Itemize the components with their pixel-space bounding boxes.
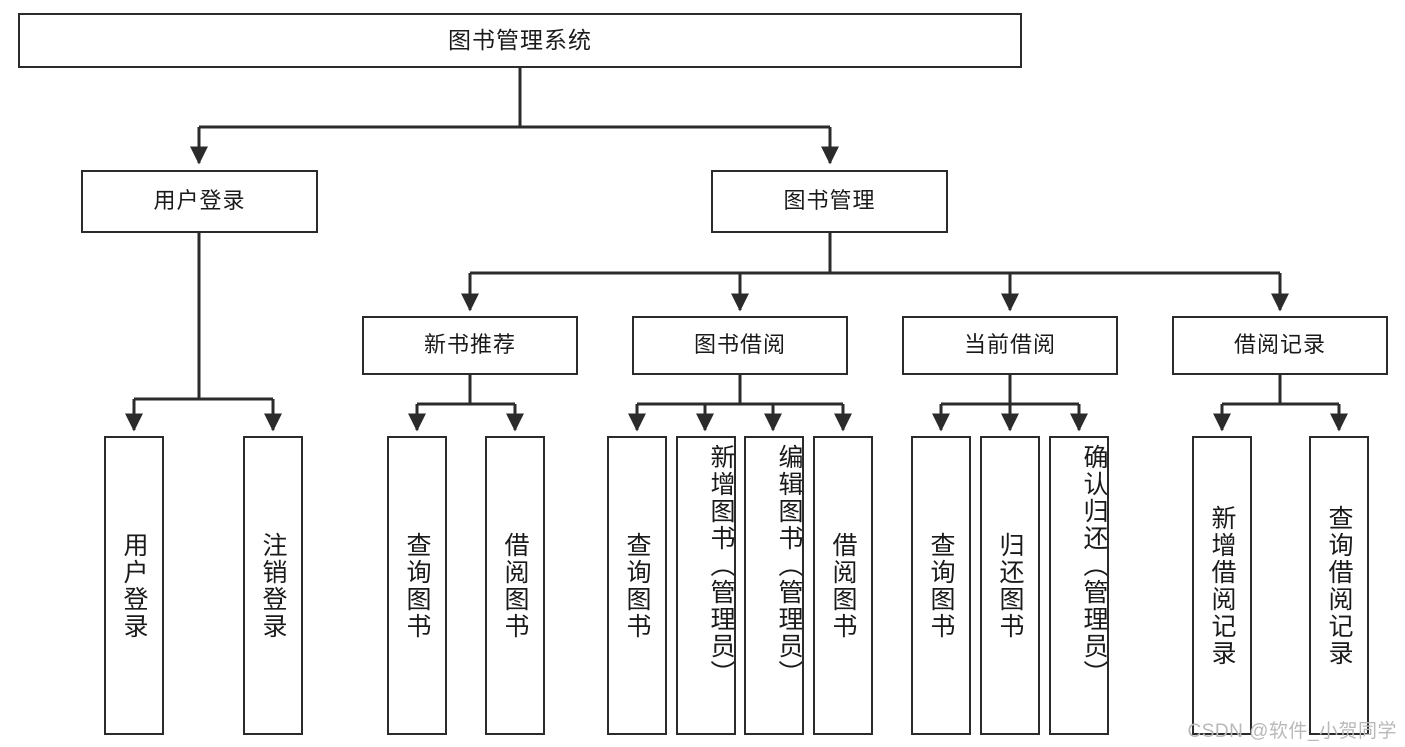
leaf-book-borrow-edit-label: 编辑图书（管理员） — [775, 444, 803, 687]
leaf-current-borrow-return[interactable]: 归还图书 — [980, 436, 1040, 735]
leaf-current-borrow-query[interactable]: 查询图书 — [911, 436, 971, 735]
node-user-login[interactable]: 用户登录 — [81, 170, 318, 233]
csdn-watermark: CSDN @软件_小贺同学 — [1187, 721, 1397, 742]
leaf-current-borrow-confirm-return-label: 确认归还（管理员） — [1080, 444, 1108, 687]
leaf-current-borrow-query-label: 查询图书 — [927, 531, 955, 640]
node-book-borrow-label: 图书借阅 — [693, 332, 786, 358]
leaf-new-book-query-label: 查询图书 — [403, 531, 431, 640]
node-new-book-recommend-label: 新书推荐 — [423, 332, 516, 358]
leaf-new-book-query[interactable]: 查询图书 — [387, 436, 447, 735]
leaf-user-login-signout[interactable]: 注销登录 — [243, 436, 303, 735]
leaf-book-borrow-edit[interactable]: 编辑图书（管理员） — [744, 436, 804, 735]
leaf-book-borrow-add-label: 新增图书（管理员） — [707, 444, 735, 687]
leaf-new-book-borrow[interactable]: 借阅图书 — [485, 436, 545, 735]
node-borrow-record[interactable]: 借阅记录 — [1172, 316, 1388, 375]
leaf-user-login-signin[interactable]: 用户登录 — [104, 436, 164, 735]
leaf-borrow-record-query[interactable]: 查询借阅记录 — [1309, 436, 1369, 735]
node-new-book-recommend[interactable]: 新书推荐 — [362, 316, 578, 375]
node-root-label: 图书管理系统 — [448, 26, 592, 53]
leaf-user-login-signout-label: 注销登录 — [259, 531, 287, 640]
node-borrow-record-label: 借阅记录 — [1233, 332, 1326, 358]
leaf-current-borrow-return-label: 归还图书 — [996, 531, 1024, 640]
node-book-management[interactable]: 图书管理 — [711, 170, 948, 233]
leaf-new-book-borrow-label: 借阅图书 — [501, 531, 529, 640]
leaf-book-borrow-query-label: 查询图书 — [623, 531, 651, 640]
leaf-book-borrow-borrow[interactable]: 借阅图书 — [813, 436, 873, 735]
leaf-current-borrow-confirm-return[interactable]: 确认归还（管理员） — [1049, 436, 1109, 735]
leaf-borrow-record-add[interactable]: 新增借阅记录 — [1192, 436, 1252, 735]
node-root-system[interactable]: 图书管理系统 — [18, 13, 1022, 68]
node-user-login-label: 用户登录 — [153, 188, 246, 214]
leaf-user-login-signin-label: 用户登录 — [120, 531, 148, 640]
leaf-book-borrow-add[interactable]: 新增图书（管理员） — [676, 436, 736, 735]
leaf-book-borrow-borrow-label: 借阅图书 — [829, 531, 857, 640]
node-current-borrow[interactable]: 当前借阅 — [902, 316, 1118, 375]
leaf-borrow-record-add-label: 新增借阅记录 — [1208, 504, 1236, 667]
node-book-management-label: 图书管理 — [783, 188, 876, 214]
node-book-borrow[interactable]: 图书借阅 — [632, 316, 848, 375]
node-current-borrow-label: 当前借阅 — [963, 332, 1056, 358]
leaf-borrow-record-query-label: 查询借阅记录 — [1325, 504, 1353, 667]
leaf-book-borrow-query[interactable]: 查询图书 — [607, 436, 667, 735]
